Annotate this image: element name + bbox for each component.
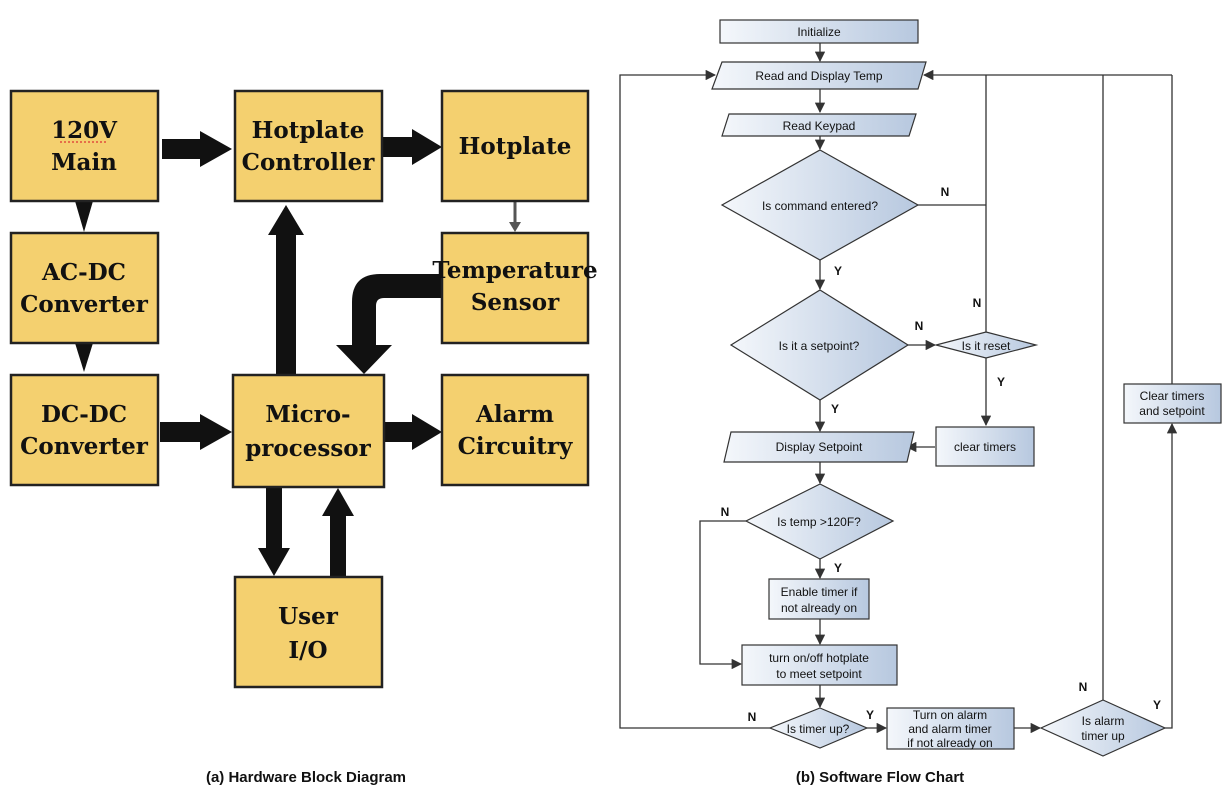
block-hotplate-line1: Hotplate [459, 133, 572, 160]
label-cmd-yes: Y [834, 264, 842, 278]
label-setpoint-no: N [915, 319, 924, 333]
block-dcdc-line2: Converter [20, 433, 149, 460]
label-reset-yes: Y [997, 375, 1005, 389]
node-clear-timers: clear timers [935, 426, 1035, 467]
decision-reset-text: Is it reset [962, 339, 1011, 353]
label-temp-no: N [721, 505, 730, 519]
label-temp-yes: Y [834, 561, 842, 575]
arrow-micro-to-userio [258, 487, 290, 576]
block-sensor-line1: Temperature [432, 257, 597, 284]
decision-is-setpoint: Is it a setpoint? [729, 289, 910, 401]
node-clear-setpoint-line1: Clear timers [1140, 389, 1205, 403]
node-clear-setpoint-line2: and setpoint [1139, 404, 1205, 418]
label-timer-yes: Y [866, 708, 874, 722]
node-read-keypad: Read Keypad [721, 113, 917, 137]
decision-alarm-timer-line2: timer up [1081, 729, 1125, 743]
arrow-acdc-to-dcdc [75, 343, 93, 372]
block-userio-line1: User [278, 603, 339, 630]
label-reset-no: N [973, 296, 982, 310]
node-display-setpoint-text: Display Setpoint [776, 440, 863, 454]
block-alarm-line1: Alarm [475, 401, 554, 428]
arrow-userio-to-micro [322, 488, 354, 576]
conn-alarmtimer-yes [1165, 422, 1178, 729]
block-120v-main-line2: Main [51, 149, 117, 176]
block-microprocessor: Micro- processor [231, 373, 386, 489]
node-turn-hotplate-line2: to meet setpoint [776, 667, 862, 681]
node-clear-timers-text: clear timers [954, 440, 1016, 454]
block-120v-main-line1: 120V [51, 117, 118, 144]
decision-temp: Is temp >120F? [744, 483, 895, 560]
decision-setpoint-text: Is it a setpoint? [779, 339, 860, 353]
block-acdc-line2: Converter [20, 291, 149, 318]
label-setpoint-yes: Y [831, 402, 839, 416]
node-initialize-text: Initialize [797, 25, 841, 39]
conn-timer-no-loop [619, 69, 770, 729]
node-read-display-text: Read and Display Temp [755, 69, 883, 83]
node-turn-alarm-line2: and alarm timer [908, 722, 991, 736]
arrow-micro-to-controller [268, 205, 304, 375]
node-turn-hotplate: turn on/off hotplate to meet setpoint [741, 644, 898, 686]
label-alarmtimer-no: N [1079, 680, 1088, 694]
hw-arrows [75, 129, 521, 576]
caption-hardware: (a) Hardware Block Diagram [206, 769, 406, 786]
arrow-dcdc-to-micro [160, 414, 232, 450]
conn-temp-no [699, 520, 746, 670]
block-ac-dc-converter: AC-DC Converter [9, 231, 160, 345]
block-acdc-line1: AC-DC [41, 259, 126, 286]
block-dcdc-line1: DC-DC [41, 401, 127, 428]
node-turn-alarm-line1: Turn on alarm [913, 708, 987, 722]
block-alarm-line2: Circuitry [458, 433, 573, 460]
block-controller-line1: Hotplate [252, 117, 365, 144]
node-turn-alarm-line3: if not already on [907, 736, 992, 750]
node-turn-on-alarm: Turn on alarm and alarm timer if not alr… [886, 707, 1015, 750]
decision-alarm-timer-line1: Is alarm [1082, 714, 1125, 728]
block-userio-line2: I/O [288, 637, 327, 664]
node-display-setpoint: Display Setpoint [723, 431, 915, 463]
node-enable-timer-line2: not already on [781, 601, 857, 615]
arrow-hotplate-to-sensor-head [509, 222, 521, 232]
label-alarmtimer-yes: Y [1153, 698, 1161, 712]
block-alarm-circuitry: Alarm Circuitry [440, 373, 590, 487]
block-user-io: User I/O [233, 575, 384, 689]
hardware-block-diagram: 120V Main Hotplate Controller Hotplate A… [9, 89, 598, 786]
node-enable-timer-line1: Enable timer if [781, 585, 858, 599]
node-read-keypad-text: Read Keypad [783, 119, 856, 133]
decision-alarm-timer-up: Is alarm timer up [1039, 699, 1167, 757]
decision-timer-text: Is timer up? [787, 722, 850, 736]
node-initialize: Initialize [719, 19, 919, 44]
node-enable-timer: Enable timer if not already on [768, 578, 870, 620]
decision-command-entered: Is command entered? [720, 149, 920, 261]
decision-timer-up: Is timer up? [768, 707, 869, 749]
arrow-controller-to-hotplate [382, 129, 442, 165]
arrow-sensor-to-micro [336, 274, 442, 374]
software-flow-chart: Initialize Read and Display Temp Read Ke… [619, 19, 1222, 786]
block-hotplate: Hotplate [440, 89, 590, 203]
arrow-main-to-acdc [75, 201, 93, 232]
block-120v-main: 120V Main [9, 89, 160, 203]
block-temperature-sensor: Temperature Sensor [432, 231, 598, 345]
block-controller-line2: Controller [242, 149, 376, 176]
decision-is-reset: Is it reset [933, 331, 1039, 359]
node-read-display-temp: Read and Display Temp [711, 61, 927, 90]
caption-software: (b) Software Flow Chart [796, 769, 964, 786]
decision-command-text: Is command entered? [762, 199, 878, 213]
block-dc-dc-converter: DC-DC Converter [9, 373, 160, 487]
label-timer-no: N [748, 710, 757, 724]
arrow-micro-to-alarm [384, 414, 442, 450]
label-cmd-no: N [941, 185, 950, 199]
decision-temp-text: Is temp >120F? [777, 515, 861, 529]
node-clear-timers-setpoint: Clear timers and setpoint [1123, 383, 1222, 424]
flow-connectors [619, 43, 1178, 734]
block-micro-line1: Micro- [265, 401, 350, 428]
node-turn-hotplate-line1: turn on/off hotplate [769, 651, 869, 665]
block-sensor-line2: Sensor [471, 289, 560, 316]
branch-labels: N Y N N Y Y N Y N Y N Y [721, 185, 1161, 724]
block-hotplate-controller: Hotplate Controller [233, 89, 384, 203]
arrow-main-to-controller [162, 131, 232, 167]
block-micro-line2: processor [245, 435, 371, 462]
